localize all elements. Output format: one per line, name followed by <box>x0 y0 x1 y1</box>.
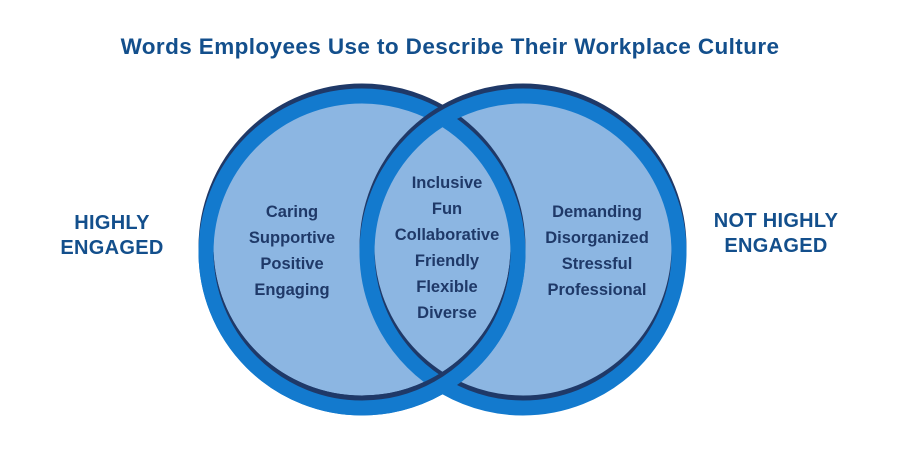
venn-word: Friendly <box>414 252 480 270</box>
left-set-label-line1: HIGHLY <box>74 212 150 234</box>
venn-word: Professional <box>547 281 647 299</box>
right-set-label-line2: ENGAGED <box>724 235 828 257</box>
right-set-label: NOT HIGHLY ENGAGED <box>686 209 866 259</box>
venn-word: Caring <box>265 203 319 221</box>
venn-word: Collaborative <box>394 226 500 244</box>
venn-word: Inclusive <box>411 174 483 192</box>
venn-word: Disorganized <box>545 229 649 247</box>
venn-word: Supportive <box>248 229 336 247</box>
left-circle-words: Caring Supportive Positive Engaging <box>202 199 382 303</box>
diagram-title: Words Employees Use to Describe Their Wo… <box>120 34 780 59</box>
venn-word: Fun <box>431 200 463 218</box>
venn-word: Demanding <box>552 203 642 221</box>
venn-word: Stressful <box>561 255 633 273</box>
right-circle-ring <box>359 88 687 416</box>
venn-word: Flexible <box>416 278 478 296</box>
venn-word: Positive <box>260 255 324 273</box>
overlap-words: Inclusive Fun Collaborative Friendly Fle… <box>357 170 537 326</box>
right-circle-words: Demanding Disorganized Stressful Profess… <box>507 199 687 303</box>
venn-word: Diverse <box>417 304 477 322</box>
left-set-label-line2: ENGAGED <box>60 237 164 259</box>
venn-word: Engaging <box>254 281 330 299</box>
left-set-label: HIGHLY ENGAGED <box>32 211 192 261</box>
left-ring-overlap-weave <box>198 252 526 416</box>
right-set-label-line1: NOT HIGHLY <box>713 210 839 232</box>
